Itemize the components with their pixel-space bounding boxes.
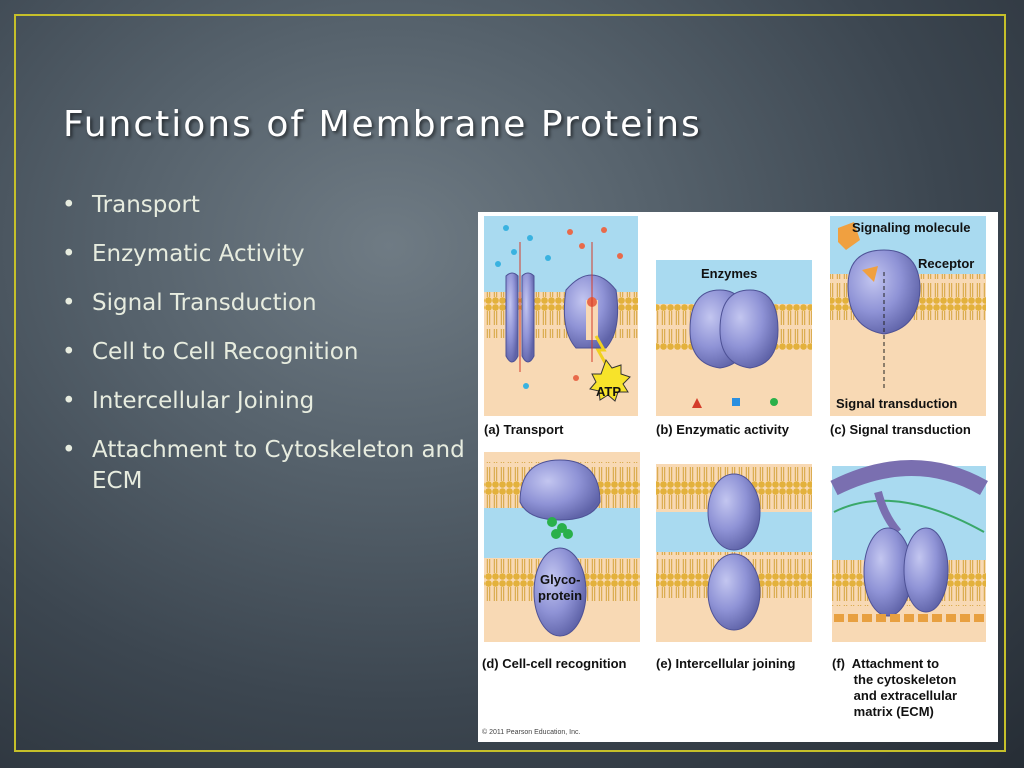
slide-title: Functions of Membrane Proteins — [63, 104, 702, 145]
signal-transduction-label: Signal transduction — [836, 396, 957, 411]
bullet-item: • Attachment to Cytoskeleton and ECM — [60, 435, 470, 497]
panel-enzymatic-activity: Enzymes — [656, 260, 812, 416]
bullet-glyph: • — [62, 437, 76, 463]
bullet-item: • Transport — [60, 190, 470, 221]
bullet-text: Enzymatic Activity — [92, 241, 305, 267]
bullet-text: Transport — [92, 192, 200, 218]
bullet-glyph: • — [62, 339, 76, 365]
panel-attachment-cytoskeleton — [830, 460, 988, 642]
bullet-text: Attachment to Cytoskeleton and ECM — [92, 437, 465, 494]
bullet-glyph: • — [62, 290, 76, 316]
caption-a: (a) Transport — [484, 422, 564, 437]
bullet-item: • Enzymatic Activity — [60, 239, 470, 270]
receptor-label: Receptor — [918, 256, 974, 271]
panel-signal-transduction: Signaling molecule Receptor Signal trans… — [830, 216, 986, 416]
figure-artwork: ATP Enzymes — [484, 216, 988, 642]
bullet-glyph: • — [62, 192, 76, 218]
bullet-list: • Transport • Enzymatic Activity • Signal T… — [60, 190, 470, 515]
panel-cell-cell-recognition: Glyco- protein — [484, 452, 640, 642]
copyright-text: © 2011 Pearson Education, Inc. — [482, 729, 581, 736]
slide-border — [14, 14, 1006, 752]
protein-label: protein — [538, 588, 582, 603]
bullet-glyph: • — [62, 388, 76, 414]
panel-intercellular-joining — [656, 464, 812, 642]
bullet-text: Intercellular Joining — [92, 388, 315, 414]
panel-transport: ATP — [484, 216, 638, 416]
glyco-label: Glyco- — [540, 572, 580, 587]
bullet-text: Cell to Cell Recognition — [92, 339, 359, 365]
bullet-item: • Signal Transduction — [60, 288, 470, 319]
caption-b: (b) Enzymatic activity — [656, 422, 789, 437]
caption-e: (e) Intercellular joining — [656, 656, 796, 671]
signaling-molecule-label: Signaling molecule — [852, 220, 970, 235]
enzymes-label: Enzymes — [701, 266, 757, 281]
bullet-text: Signal Transduction — [92, 290, 317, 316]
bullet-item: • Cell to Cell Recognition — [60, 337, 470, 368]
bullet-item: • Intercellular Joining — [60, 386, 470, 417]
caption-d: (d) Cell-cell recognition — [482, 656, 627, 671]
atp-label: ATP — [596, 384, 621, 399]
bullet-glyph: • — [62, 241, 76, 267]
membrane-protein-figure: ATP Enzymes — [478, 212, 998, 742]
caption-f: (f) Attachment to the cytoskeleton and e… — [832, 656, 957, 719]
caption-c: (c) Signal transduction — [830, 422, 971, 437]
